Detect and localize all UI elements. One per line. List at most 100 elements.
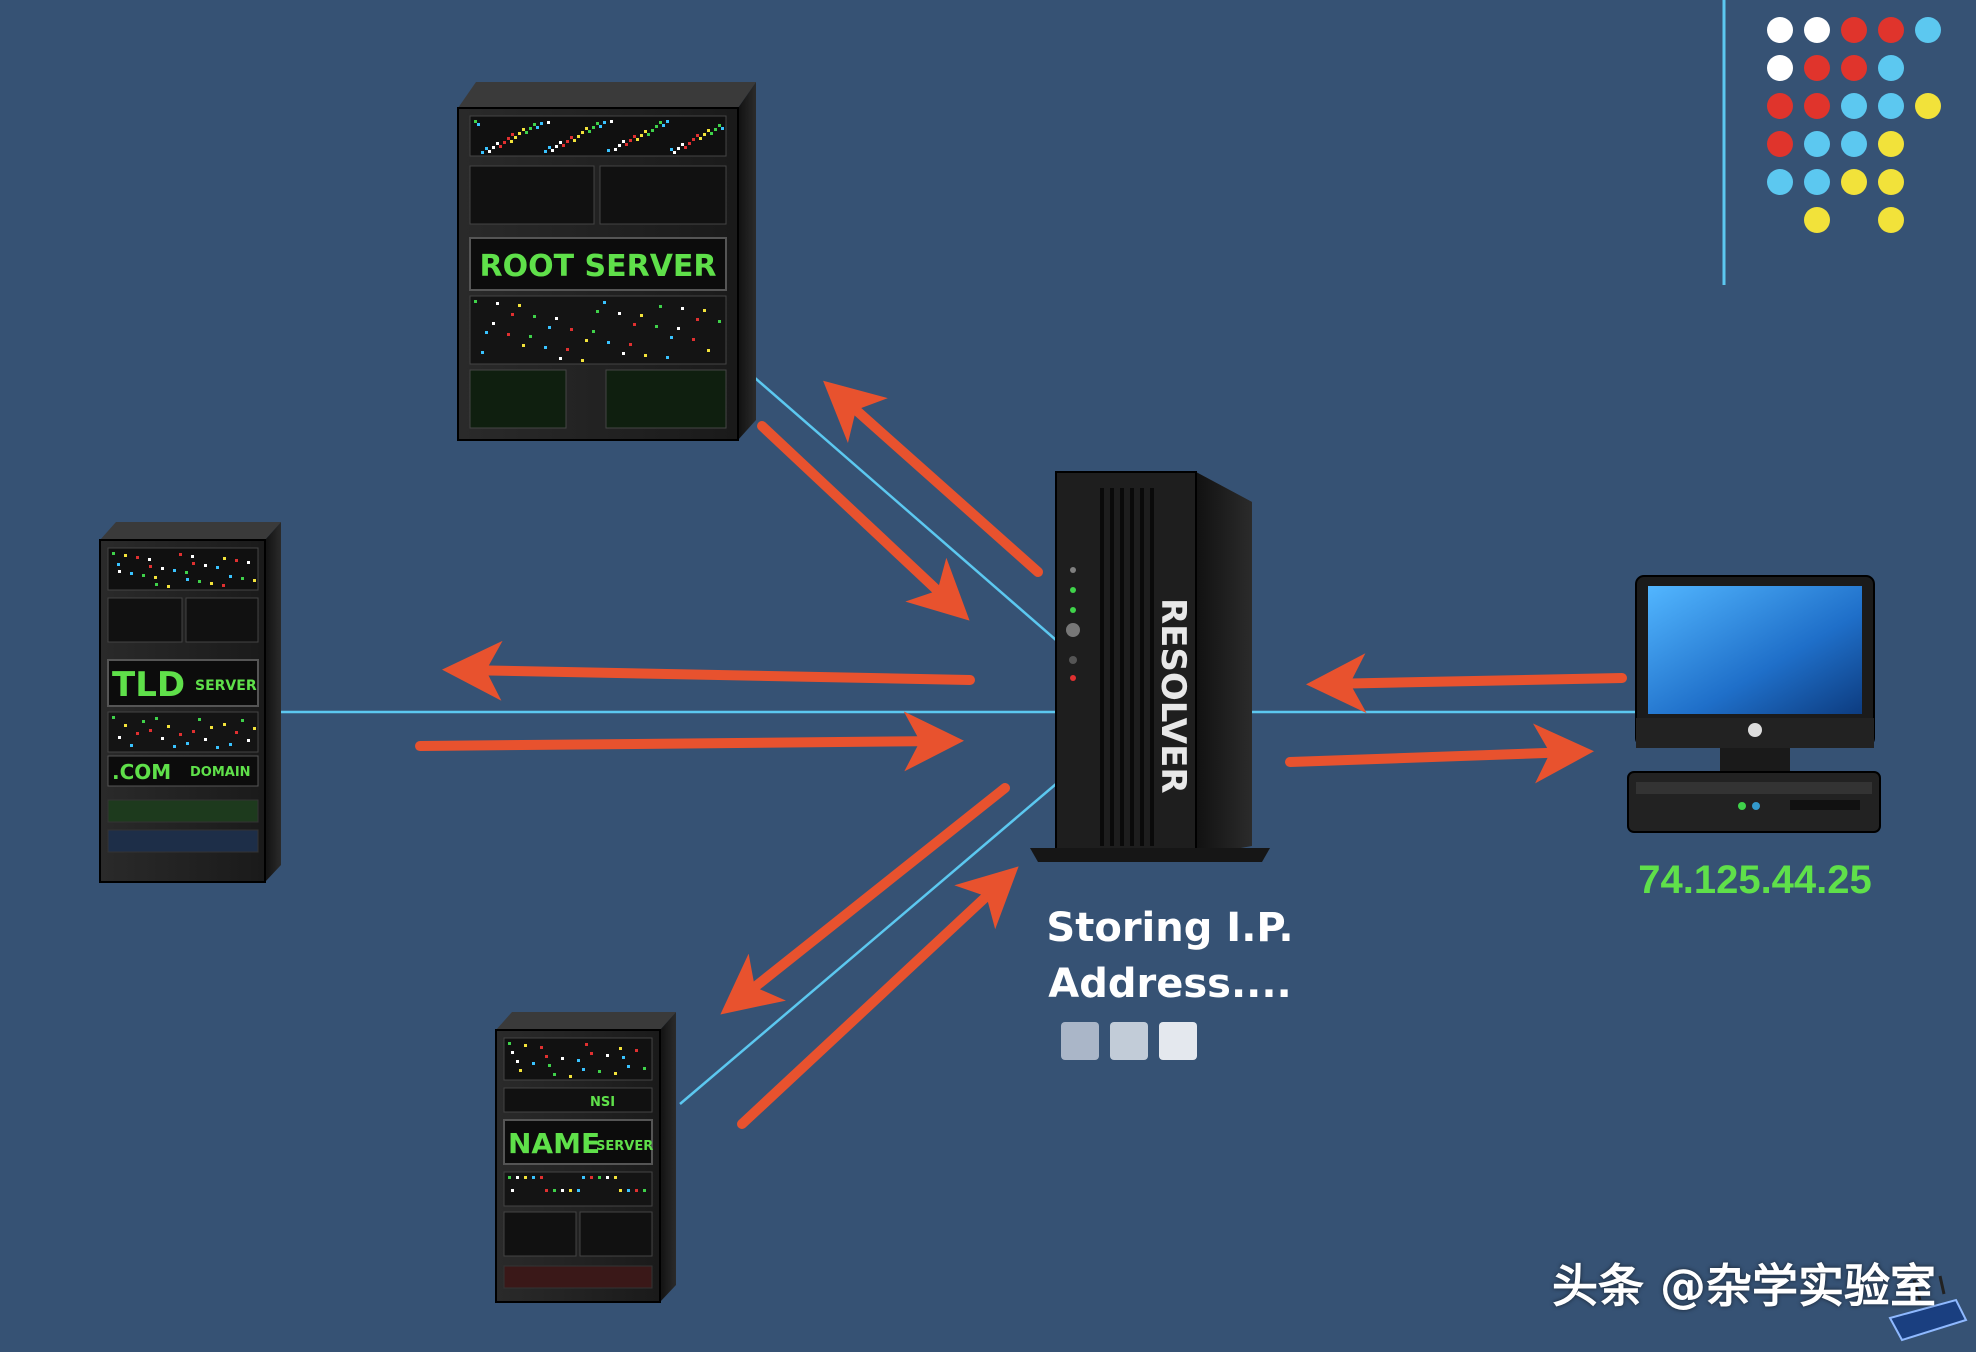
status-led (640, 314, 643, 317)
status-led (666, 120, 669, 123)
status-led (511, 1051, 514, 1054)
status-led (548, 146, 551, 149)
decor-dot (1804, 207, 1830, 233)
status-led (561, 1057, 564, 1060)
status-led (655, 125, 658, 128)
status-led (614, 1072, 617, 1075)
status-led (590, 1052, 593, 1055)
decor-dot (1804, 17, 1830, 43)
status-led (636, 138, 639, 141)
status-led (692, 138, 695, 141)
status-led (477, 123, 480, 126)
status-led (112, 552, 115, 555)
nsi-tag: NSI (590, 1095, 615, 1110)
status-led (592, 330, 595, 333)
decor-dot (1878, 207, 1904, 233)
status-led (136, 556, 139, 559)
status-led (581, 131, 584, 134)
status-led (130, 572, 133, 575)
router-icon (1888, 1275, 1968, 1342)
watermark: 头条 @杂学实验室 (1551, 1259, 1936, 1313)
com-domain-sublabel: DOMAIN (190, 765, 251, 780)
status-led (548, 1064, 551, 1067)
status-led (666, 356, 669, 359)
status-led (590, 1176, 593, 1179)
status-led (633, 323, 636, 326)
status-led (569, 1189, 572, 1192)
status-led (173, 569, 176, 572)
decor-dot (1878, 131, 1904, 157)
status-led (721, 127, 724, 130)
status-led (573, 139, 576, 142)
status-led (481, 351, 484, 354)
status-led (627, 1189, 630, 1192)
status-led (598, 1070, 601, 1073)
status-led (511, 1189, 514, 1192)
status-led (529, 127, 532, 130)
status-led (699, 137, 702, 140)
status-led (124, 724, 127, 727)
status-led (544, 150, 547, 153)
status-led (532, 1176, 535, 1179)
status-led (588, 130, 591, 133)
status-led (581, 359, 584, 362)
status-led (629, 343, 632, 346)
tld-server-sublabel: SERVER (195, 678, 257, 694)
status-led (532, 1062, 535, 1065)
status-led (606, 1176, 609, 1179)
status-led (577, 135, 580, 138)
status-led (707, 349, 710, 352)
status-led (235, 731, 238, 734)
status-led (511, 313, 514, 316)
status-led (503, 141, 506, 144)
status-led (640, 134, 643, 137)
status-led (553, 1189, 556, 1192)
status-led (533, 315, 536, 318)
client-ip-address: 74.125.44.25 (1638, 858, 1872, 902)
status-led (516, 1060, 519, 1063)
status-led (599, 125, 602, 128)
link-name-resolver (679, 783, 1057, 1105)
status-led (154, 576, 157, 579)
status-led (659, 121, 662, 124)
status-led (670, 148, 673, 151)
status-led (696, 134, 699, 137)
root-server-icon: ROOT SERVER (457, 82, 756, 441)
status-led (510, 140, 513, 143)
status-led (622, 140, 625, 143)
status-led (622, 352, 625, 355)
status-led (603, 121, 606, 124)
status-led (210, 726, 213, 729)
status-led (553, 1073, 556, 1076)
status-led (173, 745, 176, 748)
status-led (644, 354, 647, 357)
decor-dot (1767, 17, 1793, 43)
status-led (607, 341, 610, 344)
status-led (547, 121, 550, 124)
status-led (524, 1176, 527, 1179)
status-led (540, 1176, 543, 1179)
status-led (216, 746, 219, 749)
status-led (522, 128, 525, 131)
status-led (659, 305, 662, 308)
status-led (518, 304, 521, 307)
status-led (622, 1056, 625, 1059)
status-led (585, 339, 588, 342)
status-led (198, 580, 201, 583)
decor-dot (1878, 17, 1904, 43)
status-led (585, 127, 588, 130)
status-led (647, 133, 650, 136)
loading-square-2 (1110, 1022, 1148, 1060)
status-led (210, 582, 213, 585)
status-led (223, 557, 226, 560)
status-led (566, 348, 569, 351)
status-led (643, 1189, 646, 1192)
status-led (247, 561, 250, 564)
status-led (229, 743, 232, 746)
status-led (167, 725, 170, 728)
decor-dot (1804, 93, 1830, 119)
status-led (619, 1189, 622, 1192)
status-led (655, 325, 658, 328)
status-led (499, 145, 502, 148)
